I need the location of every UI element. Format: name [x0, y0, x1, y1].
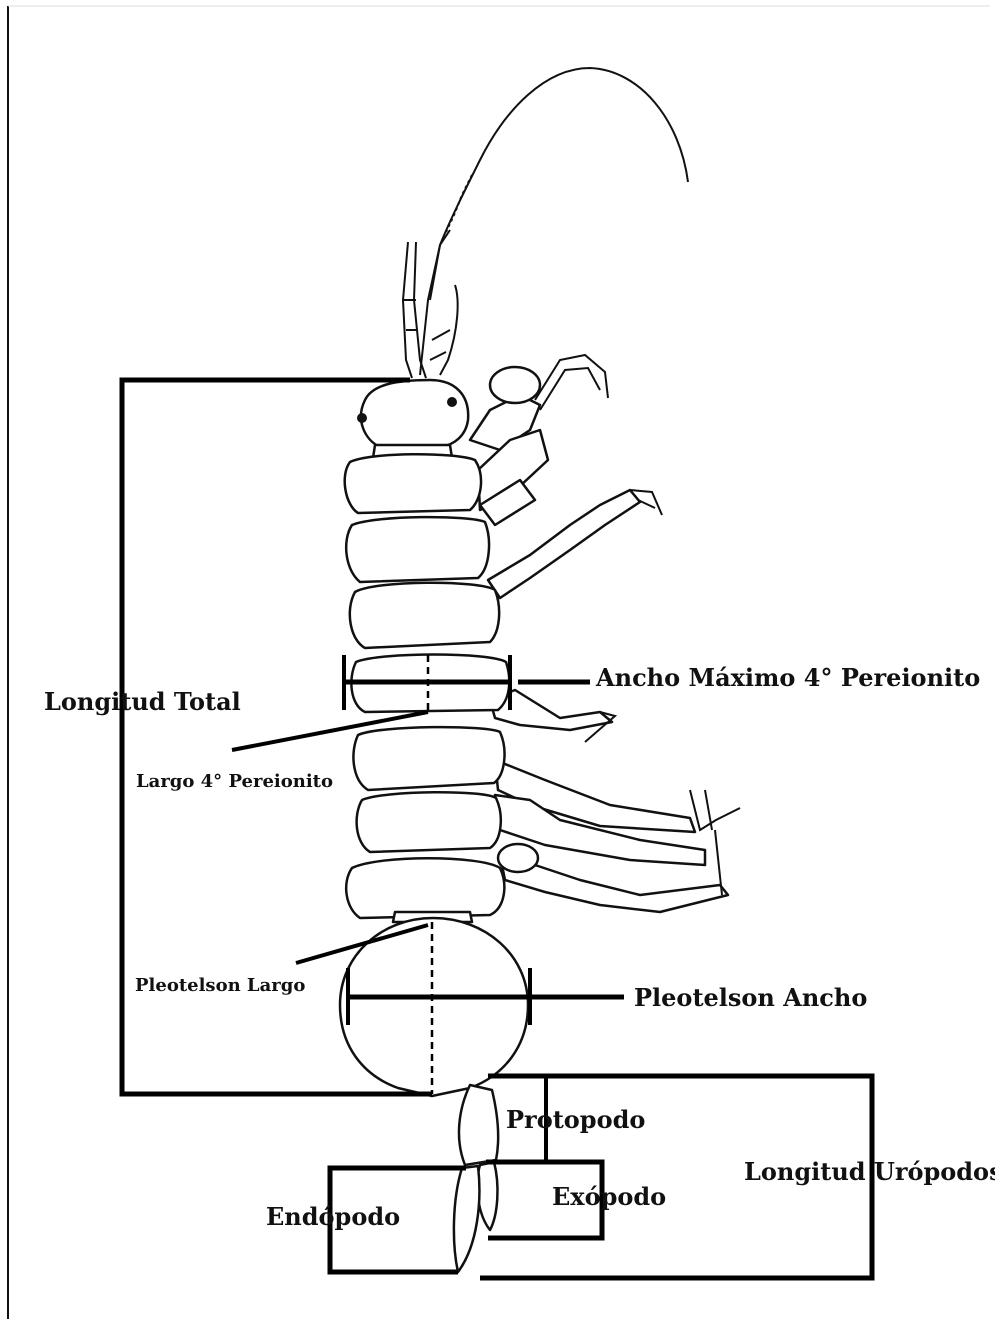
label-pleotelson-ancho: Pleotelson Ancho — [634, 983, 867, 1012]
label-exopodo: Exópodo — [552, 1182, 666, 1211]
pereionite-2 — [346, 517, 489, 582]
uropod-endopodite — [454, 1166, 479, 1272]
pereionite-5 — [353, 727, 504, 790]
label-pleotelson-largo: Pleotelson Largo — [135, 975, 305, 996]
label-ancho-maximo: Ancho Máximo 4° Pereionito — [595, 663, 980, 692]
pereionite-3 — [350, 583, 499, 648]
antenna-long — [420, 68, 688, 375]
label-longitud-total: Longitud Total — [44, 687, 241, 716]
label-protopodo: Protopodo — [506, 1105, 645, 1134]
uropod-protopodite — [459, 1085, 498, 1165]
legs-right — [470, 355, 740, 912]
pleotelson — [340, 912, 528, 1096]
pereionite-6 — [357, 792, 501, 852]
pereionite-1 — [345, 454, 481, 513]
head — [357, 380, 468, 458]
label-largo-pereionito: Largo 4° Pereionito — [136, 771, 333, 792]
label-endopodo: Endópodo — [266, 1202, 400, 1231]
pereionite-7 — [346, 858, 504, 918]
label-longitud-uropodos: Longitud Urópodos — [744, 1157, 995, 1186]
antenna-short — [403, 242, 458, 378]
